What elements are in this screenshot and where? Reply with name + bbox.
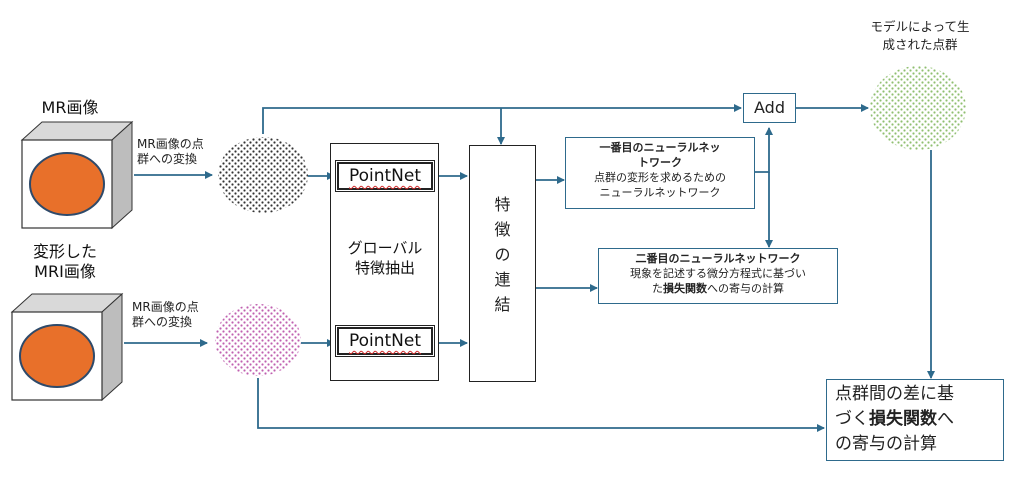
pointnet-top-label: PointNet bbox=[348, 166, 422, 186]
loss-line1: 点群間の差に基 bbox=[835, 384, 954, 404]
nn1-title-line1: 一番目のニューラルネッ bbox=[599, 141, 721, 154]
conversion-label-top: MR画像の点 群への変換 bbox=[137, 137, 204, 167]
deformed-mri-title: 変形した MRI画像 bbox=[22, 242, 108, 282]
add-box: Add bbox=[743, 93, 796, 123]
mr-cube-icon bbox=[20, 120, 134, 230]
point-cloud-icon bbox=[218, 137, 308, 213]
concat-char-1: 特 bbox=[494, 195, 511, 214]
generated-cloud-title: モデルによって生 成された点群 bbox=[852, 18, 988, 54]
loss-box: 点群間の差に基 づく損失関数へ の寄与の計算 bbox=[826, 379, 1004, 461]
nn2-desc-line2: た損失関数への寄与の計算 bbox=[652, 282, 784, 295]
deformed-mri-title-line1: 変形した bbox=[32, 242, 97, 261]
conversion-label-top-line2: 群への変換 bbox=[137, 152, 198, 166]
nn1-title-line2: トワーク bbox=[638, 156, 682, 169]
nn2-desc-line1: 現象を記述する微分方程式に基づい bbox=[630, 267, 806, 280]
first-neural-network-box: 一番目のニューラルネッ トワーク 点群の変形を求めるための ニューラルネットワー… bbox=[565, 137, 755, 209]
pointnet-bottom-box: PointNet bbox=[335, 325, 435, 357]
global-feature-line1: グローバル bbox=[347, 239, 423, 257]
concat-char-5: 結 bbox=[494, 295, 511, 314]
generated-point-cloud-icon bbox=[870, 66, 966, 150]
nn2-title: 二番目のニューラルネットワーク bbox=[635, 252, 801, 265]
feature-concat-box: 特 徴 の 連 結 bbox=[469, 145, 536, 382]
pointnet-top-box: PointNet bbox=[335, 160, 435, 192]
conversion-label-top-line1: MR画像の点 bbox=[137, 137, 204, 151]
generated-cloud-title-line2: 成された点群 bbox=[882, 37, 958, 52]
nn1-desc-line1: 点群の変形を求めるための bbox=[594, 171, 726, 184]
concat-char-4: 連 bbox=[494, 270, 511, 289]
nn1-desc-line2: ニューラルネットワーク bbox=[599, 186, 721, 199]
deformed-point-cloud-icon bbox=[215, 304, 301, 376]
global-feature-line2: 特徴抽出 bbox=[354, 259, 415, 277]
pointnet-bottom-label: PointNet bbox=[348, 331, 422, 351]
conversion-label-bottom: MR画像の点 群への変換 bbox=[132, 300, 199, 330]
conversion-label-bottom-line2: 群への変換 bbox=[132, 315, 193, 329]
add-label: Add bbox=[754, 98, 785, 117]
global-feature-label: グローバル 特徴抽出 bbox=[332, 238, 438, 278]
loss-line2: づく損失関数へ bbox=[835, 409, 954, 429]
deformed-mri-title-line2: MRI画像 bbox=[34, 262, 96, 281]
generated-cloud-title-line1: モデルによって生 bbox=[870, 19, 970, 34]
deformed-mri-cube-icon bbox=[10, 292, 124, 402]
mr-image-title: MR画像 bbox=[41, 98, 99, 117]
conversion-label-bottom-line1: MR画像の点 bbox=[132, 300, 199, 314]
loss-line3: の寄与の計算 bbox=[835, 434, 937, 454]
second-neural-network-box: 二番目のニューラルネットワーク 現象を記述する微分方程式に基づい た損失関数への… bbox=[598, 248, 838, 304]
concat-char-3: の bbox=[494, 245, 511, 264]
concat-char-2: 徴 bbox=[494, 220, 511, 239]
